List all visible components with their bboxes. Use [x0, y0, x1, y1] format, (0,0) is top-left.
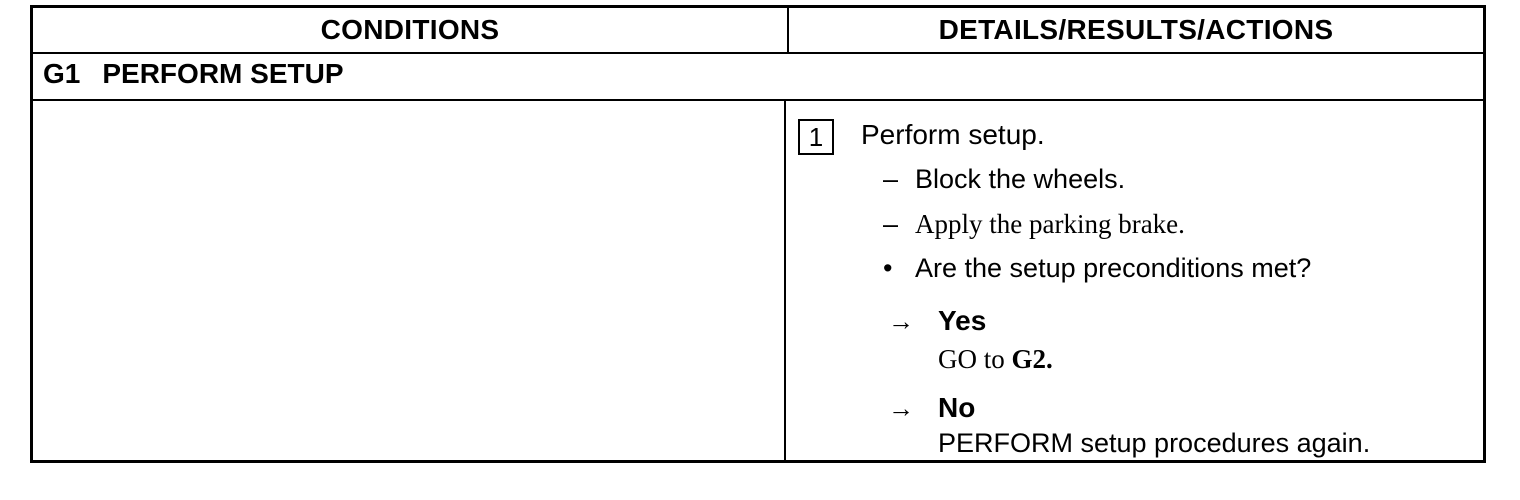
list-item: –Block the wheels.: [883, 164, 1125, 195]
step-row: 1 Perform setup. –Block the wheels. –App…: [33, 101, 1483, 460]
answer-action: PERFORM setup procedures again.: [938, 428, 1371, 458]
section-code: G1: [43, 58, 81, 89]
answer-label: Yes: [938, 305, 987, 336]
answer-action: GO to G2.: [938, 344, 1053, 375]
column-divider: [784, 101, 786, 460]
question-text: Are the setup preconditions met?: [915, 253, 1312, 283]
answer-yes: → Yes: [888, 305, 986, 337]
bullet-icon: •: [883, 253, 893, 283]
section-title: G1 PERFORM SETUP: [43, 58, 344, 90]
action-target: G2.: [1011, 344, 1053, 374]
section-name: PERFORM SETUP: [102, 58, 344, 89]
dash-icon: –: [883, 164, 899, 194]
list-item: –Apply the parking brake.: [883, 209, 1185, 240]
question-item: • Are the setup preconditions met?: [883, 253, 1311, 284]
column-divider: [787, 8, 789, 54]
dash-icon: –: [883, 209, 899, 239]
table-header-row: CONDITIONS DETAILS/RESULTS/ACTIONS: [33, 8, 1483, 54]
section-row: G1 PERFORM SETUP: [33, 54, 1483, 101]
conditions-header: CONDITIONS: [320, 14, 500, 45]
arrow-right-icon: →: [888, 306, 914, 336]
list-item-text: Apply the parking brake.: [915, 209, 1185, 239]
list-item-text: Block the wheels.: [915, 164, 1126, 194]
step-number-box: 1: [798, 119, 834, 155]
arrow-right-icon: →: [888, 393, 914, 423]
answer-no: → No: [888, 392, 975, 424]
details-header: DETAILS/RESULTS/ACTIONS: [938, 14, 1334, 45]
answer-label: No: [938, 392, 976, 423]
step-title: Perform setup.: [861, 119, 1045, 150]
action-prefix: GO to: [938, 344, 1012, 374]
